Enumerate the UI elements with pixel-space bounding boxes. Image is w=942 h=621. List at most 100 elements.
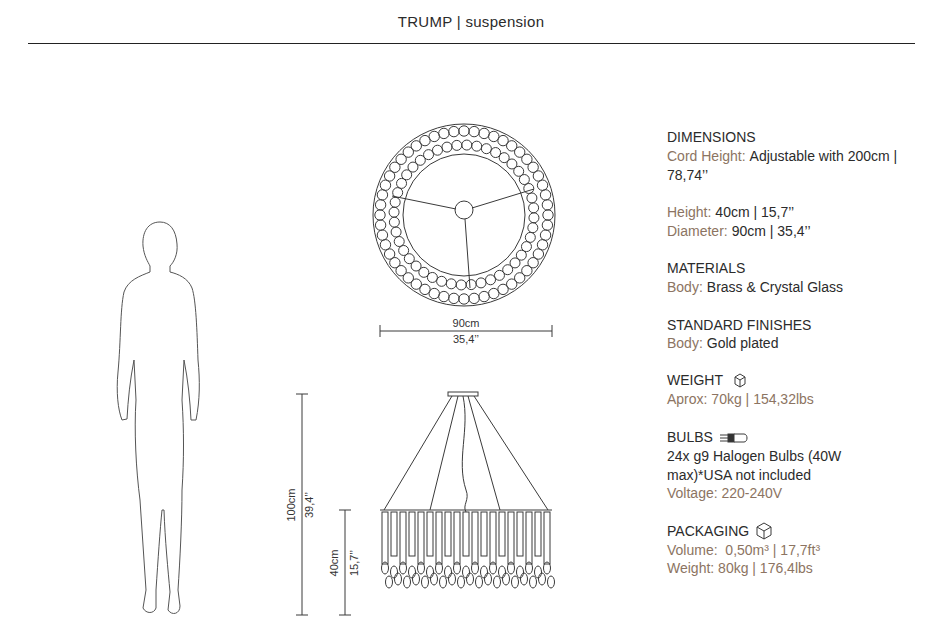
- crystal-bead: [456, 280, 466, 290]
- crystal-bead: [543, 210, 553, 220]
- crystal-bead: [391, 227, 401, 237]
- spec-row: BULBS: [667, 428, 713, 447]
- crystal-drop: [431, 573, 438, 585]
- crystal-bar: [544, 512, 550, 564]
- crystal-drop: [530, 576, 537, 588]
- crystal-drop: [413, 573, 420, 585]
- crystal-bead: [462, 140, 472, 150]
- crystal-drop: [526, 562, 533, 574]
- crystal-bead: [449, 126, 459, 136]
- spec-row: Height:40cm | 15,7’’: [667, 203, 794, 222]
- spec-row: PACKAGING: [667, 522, 749, 541]
- crystal-bead: [537, 180, 547, 190]
- crystal-bead: [446, 279, 456, 289]
- crystal-bar: [382, 512, 388, 564]
- spec-heading: PACKAGING: [667, 523, 749, 539]
- crystal-bead: [529, 203, 539, 213]
- crystal-bead: [459, 294, 469, 304]
- dimension-label: 39,4’’: [303, 492, 315, 518]
- crystal-bar: [490, 512, 496, 564]
- height-dimension: [296, 394, 351, 615]
- crystal-bead: [479, 291, 489, 301]
- crystal-bar: [418, 512, 424, 564]
- crystal-drop: [476, 576, 483, 588]
- crystal-bead: [375, 220, 385, 230]
- crystal-bead: [481, 144, 491, 154]
- spec-key: Weight: 80kg | 176,4lbs: [667, 560, 813, 576]
- crystal-drop: [481, 566, 488, 578]
- spec-heading: WEIGHT: [667, 372, 723, 388]
- crystal-bead: [377, 230, 387, 240]
- crystal-bead: [389, 207, 399, 217]
- crystal-drop: [463, 566, 470, 578]
- crystal-bar: [463, 512, 469, 556]
- spec-key: Diameter:: [667, 223, 728, 239]
- spec-row: Voltage: 220-240V: [667, 484, 782, 503]
- crystal-bead: [449, 293, 459, 303]
- spec-row: WEIGHT: [667, 371, 723, 390]
- spec-key: Cord Height:: [667, 148, 746, 164]
- crystal-drop: [440, 576, 447, 588]
- crystal-drop: [454, 562, 461, 574]
- crystal-bead: [424, 150, 434, 160]
- crystal-drop: [418, 562, 425, 574]
- dimension-label: 90cm: [453, 317, 480, 329]
- spec-key: Body:: [667, 279, 703, 295]
- spec-key: Body:: [667, 335, 703, 351]
- crystal-bead: [394, 237, 404, 247]
- crystal-bar: [472, 512, 478, 564]
- crystal-bead: [489, 288, 499, 298]
- crystal-bead: [469, 126, 479, 136]
- crystal-bead: [459, 126, 469, 136]
- crystal-bead: [377, 190, 387, 200]
- crystal-drop: [391, 566, 398, 578]
- crystal-bead: [432, 145, 442, 155]
- crystal-bar: [454, 512, 460, 564]
- spec-row: 24x g9 Halogen Bulbs (40W max)*USA not i…: [667, 447, 857, 484]
- crystal-bead: [519, 175, 529, 185]
- spec-row: Volume: 0,50m³ | 17,7ft³: [667, 541, 820, 560]
- crystal-drop: [499, 566, 506, 578]
- spec-value: Brass & Crystal Glass: [707, 279, 843, 295]
- crystal-drop: [445, 566, 452, 578]
- crystal-bar: [499, 512, 505, 556]
- crystal-drop: [517, 566, 524, 578]
- crystal-drop: [508, 562, 515, 574]
- crystal-bead: [529, 213, 539, 223]
- spec-row: Body:Brass & Crystal Glass: [667, 278, 843, 297]
- package-icon: [757, 523, 771, 539]
- crystal-drop: [485, 573, 492, 585]
- crystal-bead: [542, 200, 552, 210]
- crystal-drop: [490, 562, 497, 574]
- spec-value: Gold plated: [707, 335, 779, 351]
- crystal-drop: [395, 573, 402, 585]
- crystal-drop: [386, 576, 393, 588]
- crystal-bead: [375, 210, 385, 220]
- crystal-bead: [437, 276, 447, 286]
- crystal-bead: [429, 131, 439, 141]
- crystal-drop: [382, 562, 389, 574]
- crystal-bead: [466, 280, 476, 290]
- spec-heading: DIMENSIONS: [667, 129, 756, 145]
- crystal-bead: [494, 270, 504, 280]
- crystal-bar: [391, 512, 397, 556]
- crystal-drop: [467, 573, 474, 585]
- crystal-bead: [375, 200, 385, 210]
- spec-value: 40cm | 15,7’’: [715, 204, 794, 220]
- spec-key: Height:: [667, 204, 711, 220]
- spec-heading: MATERIALS: [667, 260, 745, 276]
- crystal-bead: [486, 275, 496, 285]
- crystal-bead: [528, 223, 538, 233]
- dimension-label: 40cm: [328, 550, 340, 577]
- spec-row: Cord Height:Adjustable with 200cm | 78,7…: [667, 147, 917, 184]
- bulb-icon: [720, 434, 747, 442]
- crystal-bead: [452, 140, 462, 150]
- crystal-bar: [427, 512, 433, 556]
- crystal-bar: [517, 512, 523, 556]
- crystal-bar: [436, 512, 442, 564]
- crystal-bead: [439, 291, 449, 301]
- crystal-bar: [535, 512, 541, 556]
- crystal-bar: [400, 512, 406, 564]
- crystal-bead: [525, 232, 535, 242]
